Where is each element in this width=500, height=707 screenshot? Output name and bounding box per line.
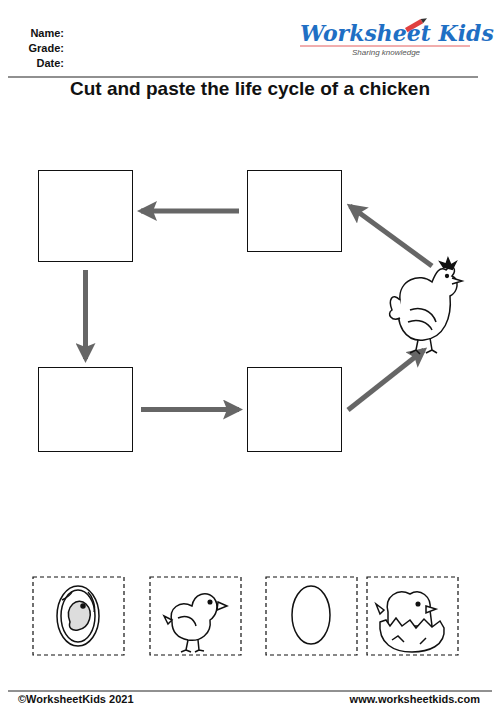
website: www.worksheetkids.com	[350, 693, 480, 705]
egg-embryo-picture	[57, 586, 99, 646]
cutout-frames	[33, 577, 458, 655]
arrow-to-hen	[348, 350, 424, 410]
field-label: Name:	[30, 27, 64, 39]
paste-box	[38, 367, 133, 452]
copyright: ©WorksheetKids 2021	[18, 693, 134, 705]
egg-picture	[292, 586, 330, 644]
footer-rule	[8, 691, 492, 692]
arrow-from-hen	[350, 206, 432, 266]
paste-box	[38, 170, 133, 262]
paste-box	[247, 367, 342, 452]
hatching-chick-picture	[376, 592, 444, 652]
logo-text: Worksheet Kids	[300, 20, 494, 46]
worksheet-title: Cut and paste the life cycle of a chicke…	[0, 78, 500, 100]
chick-picture	[164, 594, 227, 652]
hen-drawing	[390, 258, 462, 354]
cycle-arrow	[141, 209, 239, 214]
field-label: Date:	[36, 57, 64, 69]
cycle-arrow	[83, 270, 88, 359]
header-rule	[8, 76, 478, 77]
paste-box	[247, 170, 342, 252]
field-label: Grade:	[29, 42, 64, 54]
logo-tagline: Sharing knowledge	[352, 48, 420, 57]
cycle-arrow	[141, 407, 239, 412]
